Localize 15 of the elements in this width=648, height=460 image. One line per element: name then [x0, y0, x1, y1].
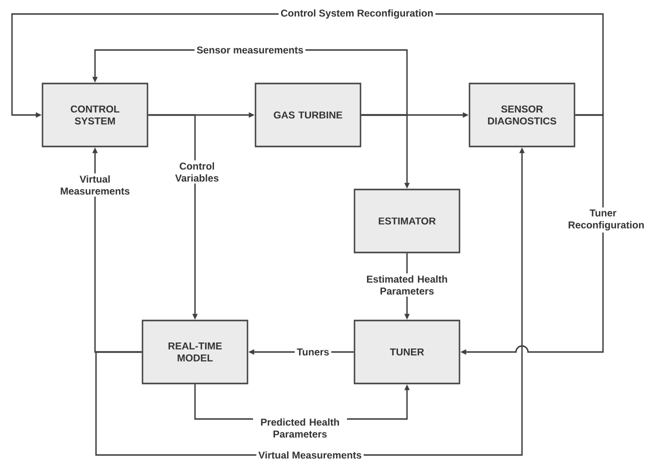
edge-label: Tuners [294, 346, 332, 358]
process-box: ESTIMATOR [354, 188, 460, 254]
process-box: SENSOR DIAGNOSTICS [468, 82, 576, 148]
edge-label: Sensor measurements [194, 44, 306, 56]
edge-label: Predicted Health Parameters [253, 416, 347, 440]
edge-label: Virtual Measurements [256, 449, 364, 460]
edge-label: Control System Reconfiguration [278, 7, 436, 21]
edge-label: Tuner Reconfiguration [566, 208, 644, 232]
edge-label: Control Variables [170, 160, 224, 184]
edge-label: Virtual Measurements [53, 173, 137, 197]
process-box: TUNER [354, 320, 460, 384]
process-box: CONTROL SYSTEM [42, 82, 148, 148]
process-box: REAL-TIME MODEL [142, 320, 248, 384]
process-box: GAS TURBINE [254, 82, 362, 148]
edge-label: Estimated Health Parameters [360, 273, 454, 297]
